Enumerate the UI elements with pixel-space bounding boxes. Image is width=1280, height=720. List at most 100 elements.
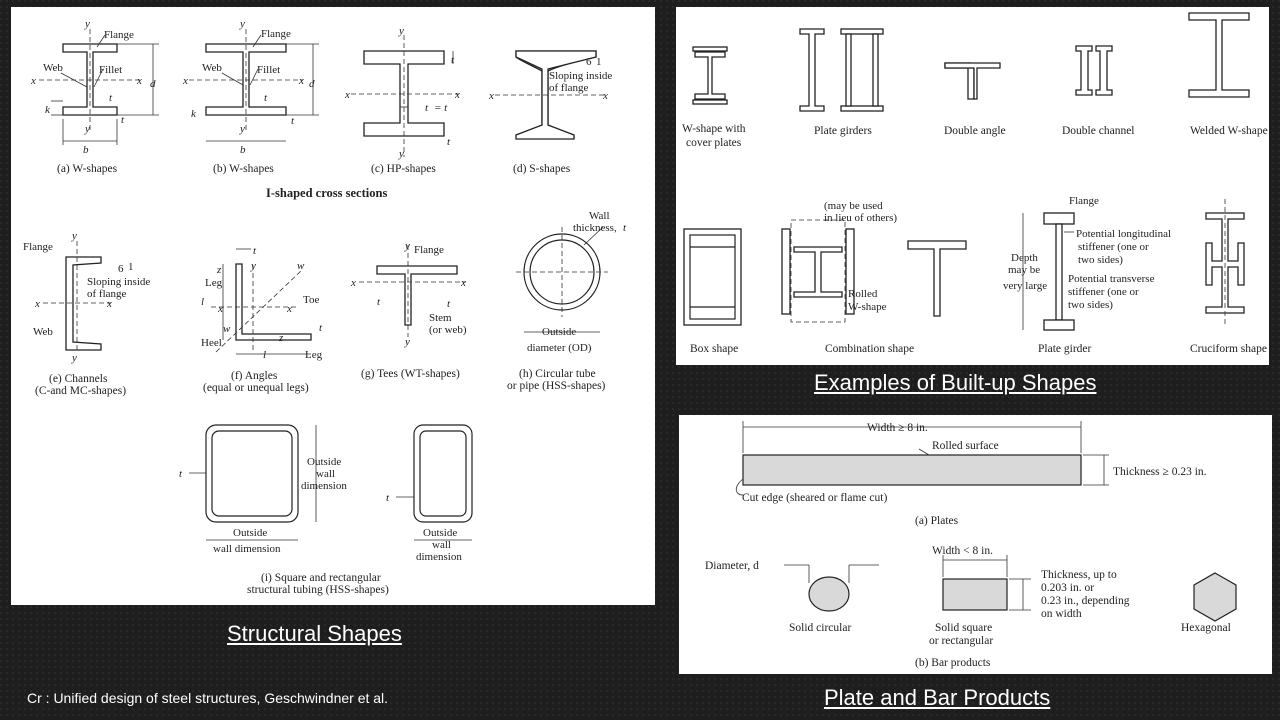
welded-w-caption: Welded W-shape xyxy=(1190,125,1268,137)
caption-b: (b) W-shapes xyxy=(213,163,274,175)
wall-label: wall xyxy=(316,468,335,480)
caption-i2: structural tubing (HSS-shapes) xyxy=(247,584,389,596)
angle-f: t z y w Leg l x x Toe t w Heel z Leg l (… xyxy=(201,245,323,394)
combination-note: (may be used xyxy=(824,200,883,212)
flange-label: Flange xyxy=(414,244,444,256)
flange-label: Flange xyxy=(104,29,134,41)
w-cover-plates: W-shape with cover plates xyxy=(682,46,746,149)
tf-label: t xyxy=(447,298,451,310)
toe-label: Toe xyxy=(303,294,319,306)
y-axis-label: y xyxy=(404,336,410,348)
tw-label: t xyxy=(264,92,268,104)
caption-f1: (f) Angles xyxy=(231,370,278,382)
long-stiffener-label: stiffener (one or xyxy=(1078,241,1149,253)
depth-label: very large xyxy=(1003,280,1047,292)
wall-label: thickness, xyxy=(573,222,617,234)
x-axis-label: x xyxy=(488,90,494,102)
cut-edge-label: Cut edge (sheared or flame cut) xyxy=(742,492,887,504)
trans-stiffener-label: Potential transverse xyxy=(1068,273,1155,285)
dimension-label: dimension xyxy=(301,480,347,492)
hexagonal-caption: Hexagonal xyxy=(1181,622,1231,634)
y-axis-label: y xyxy=(84,18,90,30)
web-label: Web xyxy=(202,62,222,74)
structural-shapes-heading: Structural Shapes xyxy=(227,621,402,646)
caption-e1: (e) Channels xyxy=(49,373,108,385)
slope-6-label: 6 xyxy=(118,263,124,275)
tf-label: t xyxy=(451,54,455,66)
caption-i1: (i) Square and rectangular xyxy=(261,572,381,584)
plates-caption: (a) Plates xyxy=(915,515,959,527)
bar-thickness-label: Thickness, up to xyxy=(1041,569,1117,581)
plate-thickness-label: Thickness ≥ 0.23 in. xyxy=(1113,466,1207,478)
z-axis-label: z xyxy=(216,264,222,276)
double-angle: Double angle xyxy=(944,62,1006,137)
w-cover-caption: W-shape with xyxy=(682,123,746,135)
y-axis-label: y xyxy=(239,18,245,30)
plate-girders-caption: Plate girders xyxy=(814,125,872,137)
hp-shape-c: x x y y t t = t t (c) HP-shapes xyxy=(344,25,460,175)
tw-equals-tf-label: = t xyxy=(434,102,448,114)
tw-label: t xyxy=(377,296,381,308)
caption-h2: or pipe (HSS-shapes) xyxy=(507,380,606,392)
diameter-od-label: diameter (OD) xyxy=(527,342,592,354)
y-axis-label: y xyxy=(398,25,404,37)
x-axis-label: x xyxy=(350,277,356,289)
tw-label: t xyxy=(109,92,113,104)
tf-label: t xyxy=(447,136,451,148)
t-label: t xyxy=(179,468,183,480)
bar-products: Diameter, d Solid circular Width < 8 in.… xyxy=(705,545,1237,669)
builtup-shapes-heading: Examples of Built-up Shapes xyxy=(814,370,1097,395)
depth-label: may be xyxy=(1008,264,1040,276)
wall-t-label: t xyxy=(623,222,627,234)
depth-label: d xyxy=(309,78,315,90)
depth-label: Depth xyxy=(1011,252,1038,264)
trans-stiffener-label: stiffener (one or xyxy=(1068,286,1139,298)
long-stiffener-label: Potential longitudinal xyxy=(1076,228,1171,240)
x-axis-label: x xyxy=(298,75,304,87)
long-stiffener-label: two sides) xyxy=(1078,254,1123,266)
caption-e2: (C-and MC-shapes) xyxy=(35,385,126,397)
x-axis-label: x xyxy=(460,277,466,289)
heel-label: Heel xyxy=(201,337,222,349)
x-axis-label: x xyxy=(106,298,112,310)
flange-label: Flange xyxy=(1069,195,1099,207)
y-axis-label: y xyxy=(239,123,245,135)
y-axis-label: y xyxy=(404,240,410,252)
tf-label: t xyxy=(121,114,125,126)
w-axis-label: w xyxy=(223,323,231,335)
bf-label: b xyxy=(240,144,246,156)
w-shape-b: Flange Web Fillet x x y y d k t t b (b) … xyxy=(182,18,319,175)
bar-thickness-label: on width xyxy=(1041,608,1082,620)
cruciform-shape: Cruciform shape xyxy=(1190,199,1267,355)
box-caption: Box shape xyxy=(690,343,738,355)
t-label: t xyxy=(319,322,323,334)
wall-label: wall xyxy=(432,539,451,551)
stem-label: Stem xyxy=(429,312,452,324)
sloping-label: Sloping inside xyxy=(549,70,612,82)
combination-shape: (may be used in lieu of others) Rolled W… xyxy=(781,200,914,355)
s-shape-d: x x 6 1 Sloping inside of flange (d) S-s… xyxy=(488,50,612,175)
outside-label: Outside xyxy=(542,326,576,338)
w-cover-caption: cover plates xyxy=(686,137,742,149)
bar-thickness-label: 0.203 in. or xyxy=(1041,582,1094,594)
tw-label: t xyxy=(425,102,429,114)
outside-label: Outside xyxy=(233,527,267,539)
box-shape: Box shape xyxy=(683,228,742,355)
cruciform-caption: Cruciform shape xyxy=(1190,343,1267,355)
bar-products-caption: (b) Bar products xyxy=(915,657,991,669)
plate-drawing: Width ≥ 8 in. Rolled surface Thickness ≥… xyxy=(735,421,1207,527)
l2-label: l xyxy=(263,349,266,361)
solid-circular-caption: Solid circular xyxy=(789,622,851,634)
stem-label: (or web) xyxy=(429,324,467,336)
bar-thickness-label: 0.23 in., depending xyxy=(1041,595,1130,607)
slope-6-label: 6 xyxy=(586,56,592,68)
t-label: t xyxy=(386,492,390,504)
y-axis-label: y xyxy=(250,260,256,272)
plate-girders: Plate girders xyxy=(799,28,884,137)
bf-label: b xyxy=(83,144,89,156)
plate-bar-panel: Width ≥ 8 in. Rolled surface Thickness ≥… xyxy=(679,415,1272,674)
sloping-label: of flange xyxy=(549,82,589,94)
k-label: k xyxy=(45,104,51,116)
double-channel-caption: Double channel xyxy=(1062,125,1135,137)
sloping-label: Sloping inside xyxy=(87,276,150,288)
